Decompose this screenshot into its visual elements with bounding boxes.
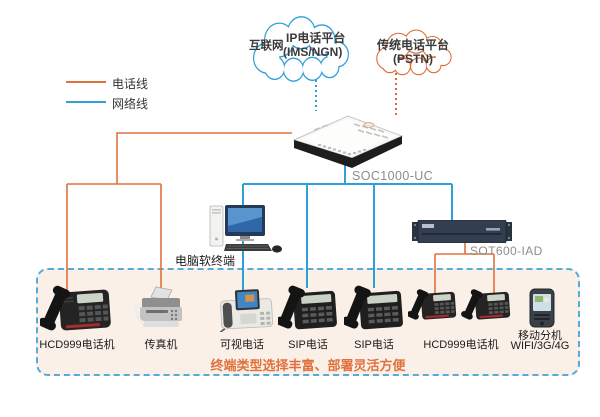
- phone-line-swatch: [66, 81, 106, 83]
- sot600-label: SOT600-IAD: [470, 244, 543, 258]
- desk-phone-icon: [40, 285, 114, 333]
- phone-line-left-tree: [66, 132, 292, 292]
- tagline: 终端类型选择丰富、部署灵活方便: [210, 358, 406, 373]
- mobile-phone-icon: [527, 288, 557, 328]
- desktop-computer-icon: [206, 203, 284, 255]
- desk-phone-pair-icon: [408, 286, 512, 332]
- terminal-label-sip-1: SIP电话: [288, 339, 328, 351]
- cloud-icon: [252, 16, 349, 82]
- softphone-label: 电脑软终端: [174, 254, 235, 268]
- phone-line-legend-label: 电话线: [112, 77, 149, 91]
- pstn-title: 传统电话平台: [376, 38, 449, 52]
- pstn-cloud: 传统电话平台 (PSTN): [366, 26, 460, 78]
- ip-platform-cloud: 互联网 IP电话平台 (IMS/NGN): [240, 13, 358, 85]
- sip-phone-icon: [278, 284, 338, 332]
- terminal-label-mobile: 移动分机: [518, 330, 562, 342]
- phone-line-iad-tree: [434, 240, 495, 293]
- terminal-label-video-phone: 可视电话: [220, 339, 264, 351]
- fax-machine-icon: [134, 286, 188, 332]
- terminal-label-hcd999-right: HCD999电话机: [423, 339, 499, 351]
- terminal-label-sip-2: SIP电话: [354, 339, 394, 351]
- cloud-icon: [376, 29, 452, 76]
- soc1000-label: SOC1000-UC: [352, 169, 434, 183]
- sip-phone-icon: [344, 284, 404, 332]
- video-phone-icon: [210, 288, 274, 332]
- gateway-box-icon: [288, 108, 406, 170]
- pstn-subtitle: (PSTN): [393, 52, 433, 66]
- ip-platform-subtitle: (IMS/NGN): [283, 45, 343, 59]
- terminal-label-mobile-tech: WIFI/3G/4G: [510, 340, 570, 352]
- internet-label: 互联网: [249, 40, 284, 52]
- ip-platform-title: IP电话平台: [286, 31, 346, 45]
- terminal-label-fax: 传真机: [144, 339, 178, 351]
- network-line-swatch: [66, 101, 106, 103]
- network-line-legend-label: 网络线: [112, 97, 149, 111]
- terminal-label-hcd999-left: HCD999电话机: [39, 339, 115, 351]
- rack-unit-icon: [412, 220, 512, 243]
